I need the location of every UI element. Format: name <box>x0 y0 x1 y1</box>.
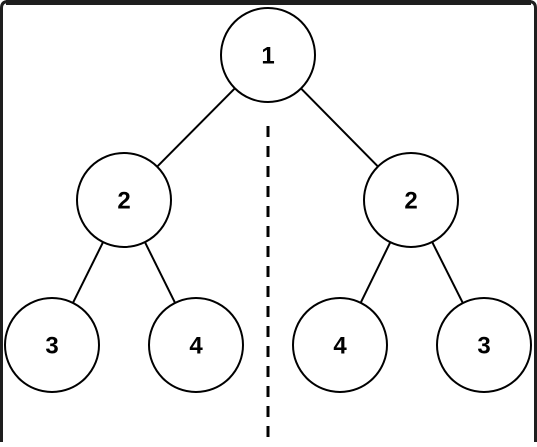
edge-root-to-left-child <box>156 87 236 168</box>
tree-node-right-child: 2 <box>363 152 459 248</box>
tree-node-left-left-leaf: 3 <box>4 297 100 393</box>
tree-node-root: 1 <box>220 7 316 103</box>
tree-node-right-left-leaf: 4 <box>292 297 388 393</box>
node-label: 2 <box>404 188 417 215</box>
edge-root-to-right-child <box>300 87 379 168</box>
node-label: 2 <box>117 188 130 215</box>
node-label: 3 <box>477 333 490 360</box>
tree-node-left-right-leaf: 4 <box>148 297 244 393</box>
node-label: 4 <box>333 333 347 360</box>
node-label: 1 <box>261 43 274 70</box>
node-label: 4 <box>189 333 203 360</box>
edge-right-child-to-right-left-leaf <box>359 241 392 304</box>
tree-node-right-right-leaf: 3 <box>436 297 532 393</box>
tree-node-left-child: 2 <box>76 152 172 248</box>
edge-left-child-to-left-right-leaf <box>144 241 176 304</box>
edge-right-child-to-right-right-leaf <box>431 241 464 304</box>
edge-left-child-to-left-left-leaf <box>72 241 104 304</box>
node-label: 3 <box>45 333 58 360</box>
